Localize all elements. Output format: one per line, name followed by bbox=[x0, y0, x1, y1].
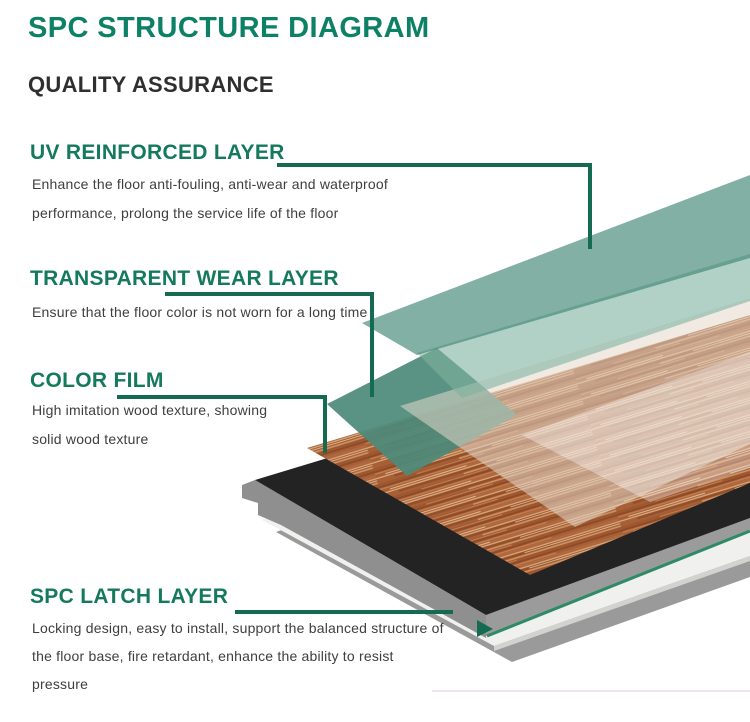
connector-color-film bbox=[117, 395, 327, 453]
underlay-white-side bbox=[494, 556, 750, 651]
heading-spc-latch-layer: SPC LATCH LAYER bbox=[30, 585, 229, 608]
uv-sheet bbox=[362, 175, 750, 355]
page-title: SPC STRUCTURE DIAGRAM bbox=[28, 12, 430, 44]
heading-uv-reinforced-layer: UV REINFORCED LAYER bbox=[30, 141, 285, 164]
desc-color-film-line-1: High imitation wood texture, showing bbox=[32, 402, 268, 418]
underlay-green-stripe bbox=[486, 529, 750, 638]
desc-uv-line-1: Enhance the floor anti-fouling, anti-wea… bbox=[32, 176, 388, 192]
desc-latch-line-2: the floor base, fire retardant, enhance … bbox=[32, 648, 394, 664]
connector-wear bbox=[165, 292, 374, 397]
desc-latch-line-3: pressure bbox=[32, 676, 89, 692]
clear-wear-sheet bbox=[400, 298, 750, 527]
desc-latch-line-1: Locking design, easy to install, support… bbox=[32, 620, 444, 636]
desc-color-film-line-2: solid wood texture bbox=[32, 431, 149, 447]
page-subtitle: QUALITY ASSURANCE bbox=[28, 72, 274, 97]
connector-uv bbox=[277, 163, 592, 249]
tinted-wear-sheet bbox=[417, 254, 750, 398]
core-side-face bbox=[486, 518, 750, 636]
highlight-sheet bbox=[522, 352, 750, 502]
heading-color-film: COLOR FILM bbox=[30, 369, 164, 392]
latch-groove-edge bbox=[242, 480, 486, 638]
desc-uv-line-2: performance, prolong the service life of… bbox=[32, 205, 339, 221]
desc-wear-line-1: Ensure that the floor color is not worn … bbox=[32, 304, 368, 320]
heading-transparent-wear-layer: TRANSPARENT WEAR LAYER bbox=[30, 267, 339, 290]
latch-arrow-icon bbox=[477, 620, 493, 637]
